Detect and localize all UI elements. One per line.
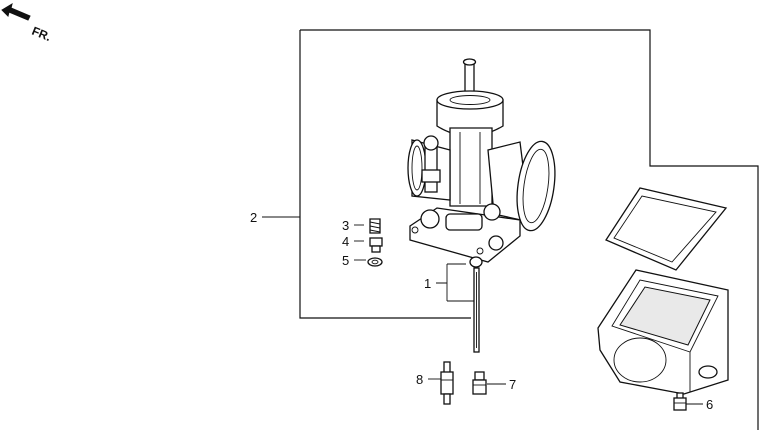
pilot-screw-part-8 [440, 361, 454, 405]
main-jet-part-7 [472, 371, 487, 395]
callout-7: 7 [509, 377, 516, 392]
assembly-boundary [299, 29, 759, 430]
front-direction-indicator: FR. [1, 2, 53, 44]
washer-part-5 [367, 257, 383, 267]
callout-2: 2 [250, 210, 257, 225]
jet-part-4 [369, 237, 383, 253]
callout-8: 8 [416, 372, 423, 387]
direction-label: FR. [30, 24, 53, 44]
direction-arrow-icon [1, 2, 31, 21]
callout-leaders [262, 216, 703, 405]
callout-3: 3 [342, 218, 349, 233]
drain-screw-part-6 [673, 392, 687, 411]
spring-part-3 [369, 218, 381, 234]
needle-jet-part-1 [469, 256, 483, 353]
callout-4: 4 [342, 234, 349, 249]
float-bowl [597, 269, 729, 395]
callout-5: 5 [342, 253, 349, 268]
float-bowl-gasket [605, 187, 728, 271]
callout-6: 6 [706, 397, 713, 412]
carburetor-body [407, 58, 556, 263]
callout-1: 1 [424, 276, 431, 291]
